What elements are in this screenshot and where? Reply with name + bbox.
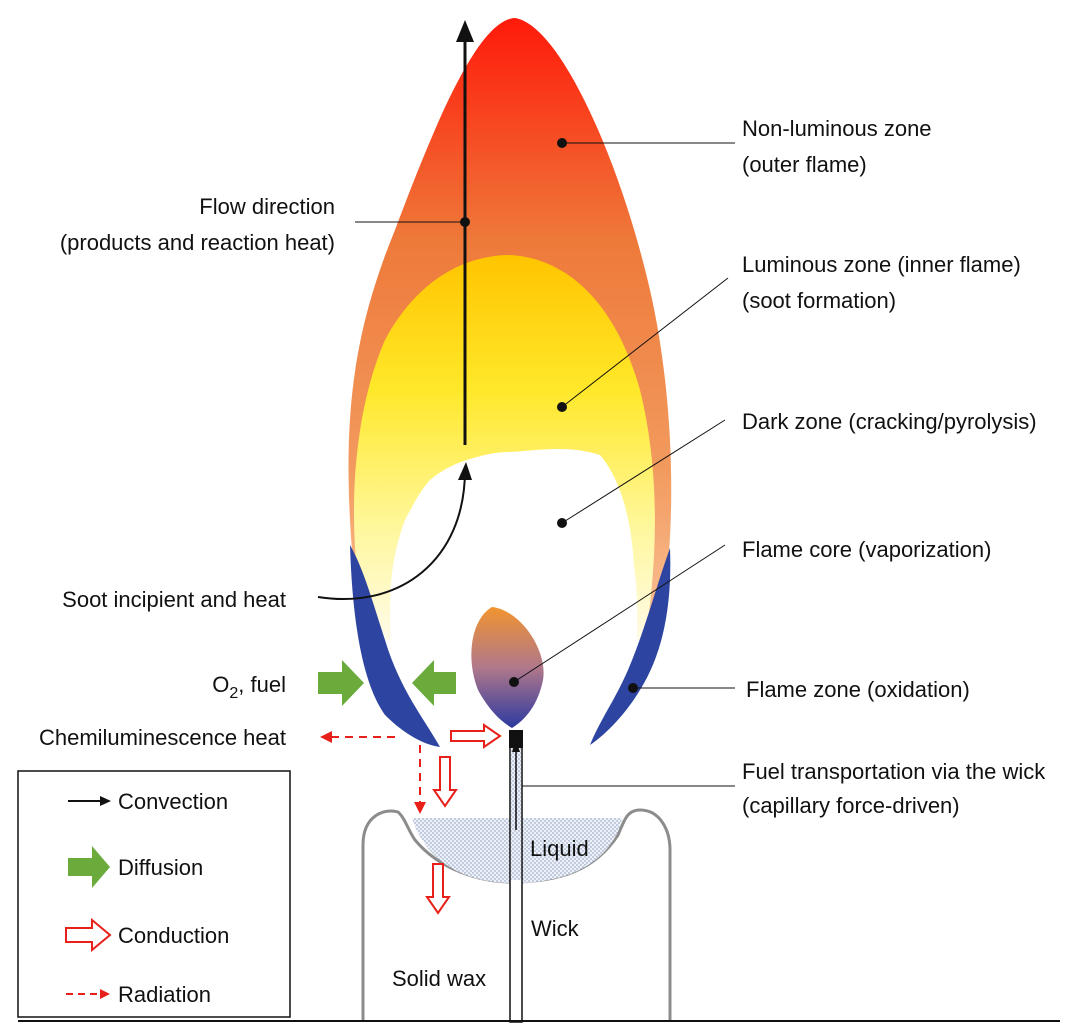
label-o2-sub: 2 xyxy=(229,685,238,702)
label-non-luminous-1: Non-luminous zone xyxy=(742,116,932,141)
label-flow-2: (products and reaction heat) xyxy=(60,230,335,255)
outer-flame-shape xyxy=(348,18,672,660)
legend-radiation-head xyxy=(100,989,110,999)
legend-convection-head xyxy=(100,796,111,806)
blue-zone-left xyxy=(350,545,440,747)
blue-zone-right xyxy=(590,548,671,745)
diffusion-arrow-left xyxy=(318,660,364,706)
soot-curve-arrow xyxy=(317,469,466,600)
wick-up-arrow-head xyxy=(512,740,520,752)
radiation-arrow-left-head xyxy=(320,731,332,743)
legend-diffusion-label: Diffusion xyxy=(118,855,203,880)
label-o2: O xyxy=(212,672,229,697)
diffusion-arrow-right xyxy=(412,660,456,706)
conduction-arrow-right xyxy=(450,723,502,749)
label-luminous-2: (soot formation) xyxy=(742,288,896,313)
label-o2-rest: , fuel xyxy=(238,672,286,697)
leader-core xyxy=(513,544,726,683)
dot-luminous xyxy=(557,402,567,412)
dark-zone-shape xyxy=(389,452,637,650)
dot-core xyxy=(509,677,519,687)
flame-core-shape xyxy=(471,607,544,728)
leader-dark xyxy=(561,419,726,524)
flow-arrow-head xyxy=(456,20,474,42)
legend-conduction-label: Conduction xyxy=(118,923,229,948)
dot-flow xyxy=(460,217,470,227)
label-wick: Wick xyxy=(531,916,580,941)
legend-diffusion-icon xyxy=(68,846,110,888)
legend-convection-label: Convection xyxy=(118,789,228,814)
legend-conduction-icon xyxy=(65,917,112,953)
label-solid-wax: Solid wax xyxy=(392,966,486,991)
label-chemiluminescence: Chemiluminescence heat xyxy=(39,725,286,750)
label-flame-core: Flame core (vaporization) xyxy=(742,537,991,562)
legend-box xyxy=(17,770,291,1018)
conduction-arrow-down-1 xyxy=(432,756,458,808)
wick-tip xyxy=(509,730,523,748)
leader-luminous xyxy=(561,277,729,408)
label-liquid: Liquid xyxy=(530,836,589,861)
label-non-luminous-2: (outer flame) xyxy=(742,152,867,177)
label-fuel-transport-2: (capillary force-driven) xyxy=(742,793,960,818)
dot-dark xyxy=(557,518,567,528)
radiation-arrow-down-head xyxy=(414,802,426,814)
dot-flame-zone xyxy=(628,683,638,693)
conduction-arrow-down-2 xyxy=(425,863,451,915)
label-flame-zone: Flame zone (oxidation) xyxy=(746,677,970,702)
label-luminous-1: Luminous zone (inner flame) xyxy=(742,252,1021,277)
inner-flame-shape xyxy=(353,255,655,640)
label-o2-fuel: O2, fuel xyxy=(212,672,286,702)
label-fuel-transport-1: Fuel transportation via the wick xyxy=(742,759,1046,784)
legend-radiation-label: Radiation xyxy=(118,982,211,1007)
label-dark-zone: Dark zone (cracking/pyrolysis) xyxy=(742,409,1037,434)
soot-arrow-head xyxy=(458,462,472,480)
dot-non-luminous xyxy=(557,138,567,148)
label-flow-1: Flow direction xyxy=(199,194,335,219)
label-soot: Soot incipient and heat xyxy=(62,587,286,612)
